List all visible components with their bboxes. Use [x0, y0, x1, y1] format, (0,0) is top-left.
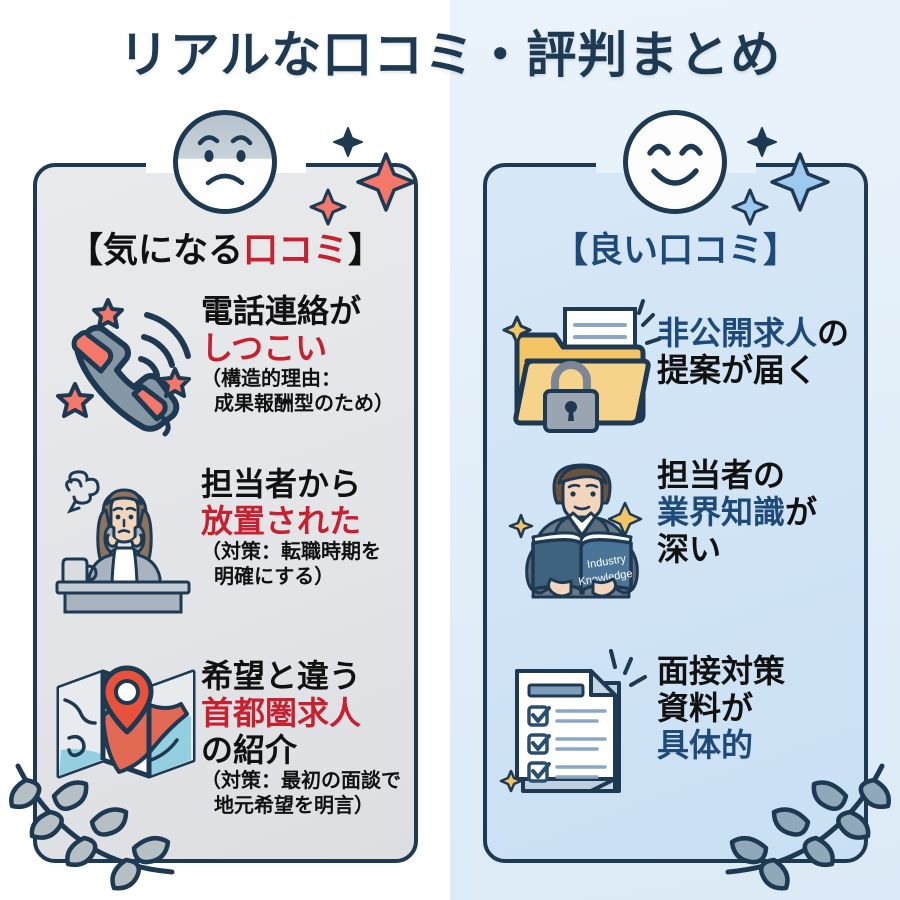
list-item: 面接対策 資料が 具体的: [499, 647, 867, 797]
heading-bracket-open: 【: [552, 231, 588, 270]
list-item: 電話連絡が しつこい （構造的理由： 成果報酬型のため）: [51, 289, 411, 439]
item-line-1: 電話連絡が: [201, 293, 362, 329]
heading-bracket-close: 】: [348, 231, 384, 270]
list-item: 担当者から 放置された （対策：転職時期を 明確にする）: [51, 462, 411, 614]
item-note-1: （対策：最初の面談で: [201, 770, 401, 793]
ringing-phone-icon: [51, 289, 201, 439]
item-line-1: 担当者から: [201, 466, 362, 502]
list-item: 希望と違う 首都圏求人 の紹介 （対策：最初の面談で 地元希望を明言）: [51, 654, 411, 818]
laurel-branch-icon: [725, 763, 891, 891]
panel-left-heading: 【気になる口コミ】: [37, 222, 414, 273]
item-note-1: （構造的理由：: [201, 368, 341, 391]
item-line-2-rest: が: [785, 494, 818, 531]
list-item: Industry Knowledge 担当者の 業界知識が 深い: [507, 449, 867, 599]
panel-right-heading: 【良い口コミ】: [487, 222, 864, 273]
item-line-1: 担当者の: [657, 457, 786, 493]
list-item-text: 担当者から 放置された （対策：転職時期を 明確にする）: [201, 462, 411, 589]
list-item: 非公開求人の 提案が届く: [502, 295, 867, 445]
laurel-branch-icon: [9, 763, 175, 891]
item-line-3: 具体的: [657, 727, 754, 764]
worried-woman-at-desk-icon: [51, 462, 201, 614]
sparkle-icon: [309, 127, 416, 226]
sad-face-icon: [173, 110, 277, 214]
item-line-2: 資料が: [657, 690, 754, 727]
page-title: リアルな口コミ・評判まとめ: [118, 27, 782, 83]
heading-bracket-close: 】: [763, 231, 799, 270]
item-line-2: 提案が届く: [657, 352, 818, 389]
list-item-text: 非公開求人の 提案が届く: [657, 295, 867, 389]
item-note-1: （対策：転職時期を: [201, 541, 381, 564]
checklist-document-icon: [499, 647, 657, 797]
heading-bracket-open: 【: [67, 231, 103, 270]
panel-negative-reviews: 【気になる口コミ】: [33, 159, 418, 863]
locked-folder-icon: [502, 295, 661, 445]
list-item-text: 担当者の 業界知識が 深い: [657, 449, 867, 568]
folded-map-pin-icon: [51, 654, 201, 804]
item-line-2: しつこい: [201, 330, 328, 367]
heading-black-part: 良い口コミ: [587, 231, 763, 270]
heading-black-part: 気になる: [102, 231, 243, 270]
happy-face-icon: [623, 110, 727, 214]
item-line-1: 非公開求人の: [657, 315, 867, 352]
item-line-2: 業界知識が: [657, 494, 867, 531]
list-item-text: 電話連絡が しつこい （構造的理由： 成果報酬型のため）: [201, 289, 411, 416]
item-note-2: 成果報酬型のため）: [214, 392, 394, 415]
item-line-2: 首都圏求人: [201, 695, 362, 732]
heading-accent-part: 口コミ: [243, 231, 349, 270]
item-line-2: 放置された: [201, 503, 362, 540]
item-line-3: 深い: [657, 531, 722, 568]
list-item-text: 希望と違う 首都圏求人 の紹介 （対策：最初の面談で 地元希望を明言）: [201, 654, 411, 818]
item-note-2: 明確にする）: [214, 565, 335, 588]
sparkle-icon: [731, 127, 830, 226]
item-line-1: 面接対策: [657, 653, 786, 689]
item-line-1: 希望と違う: [201, 658, 362, 694]
item-note-2: 地元希望を明言）: [214, 794, 374, 817]
item-line-3: の紹介: [201, 732, 298, 769]
item-line-1-rest: の: [817, 315, 850, 351]
item-line-2-accent: 業界知識: [657, 494, 786, 531]
list-item-text: 面接対策 資料が 具体的: [657, 647, 867, 764]
panel-positive-reviews: 【良い口コミ】: [483, 159, 868, 863]
item-line-1-accent: 非公開求人: [657, 315, 818, 351]
businessman-with-book-icon: Industry Knowledge: [507, 449, 657, 599]
